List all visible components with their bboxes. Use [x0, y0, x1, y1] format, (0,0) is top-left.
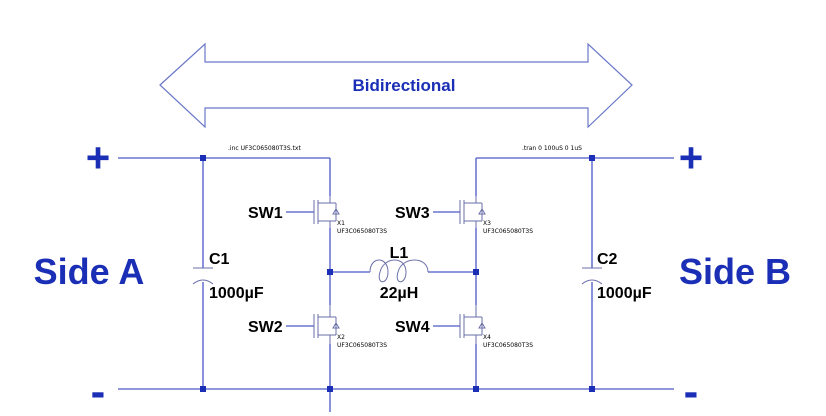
- switch-sw1: SW1 X1 UF3C065080T3S: [248, 196, 387, 235]
- c1-ref: C1: [209, 251, 230, 268]
- inductor-l1: L1 22µH: [369, 245, 429, 302]
- switch-sw2: SW2 X2 UF3C065080T3S: [248, 305, 387, 349]
- side-b-label: Side B: [679, 251, 791, 292]
- side-a-plus-sign: +: [86, 134, 111, 181]
- l1-value: 22µH: [380, 285, 419, 302]
- tran-directive: .tran 0 100uS 0 1uS: [522, 145, 582, 152]
- side-b-group: + Side B -: [679, 134, 791, 416]
- capacitor-c2: C2 1000µF: [581, 251, 652, 302]
- sw1-label: SW1: [248, 205, 283, 222]
- l1-ref: L1: [390, 245, 409, 262]
- side-a-group: + Side A -: [34, 134, 145, 416]
- switch-sw3: SW3 X3 UF3C065080T3S: [395, 196, 533, 235]
- sw1-inst: X1: [337, 220, 345, 227]
- sw2-model: UF3C065080T3S: [337, 342, 387, 349]
- sw2-label: SW2: [248, 319, 283, 336]
- inc-directive: .inc UF3C065080T3S.txt: [228, 145, 301, 152]
- bidirectional-arrow: Bidirectional: [159, 42, 633, 129]
- sw2-inst: X2: [337, 334, 345, 341]
- sw3-inst: X3: [483, 220, 491, 227]
- capacitor-c1: C1 1000µF: [192, 251, 264, 302]
- side-b-plus-sign: +: [679, 134, 704, 181]
- switch-sw4: SW4 X4 UF3C065080T3S: [395, 305, 533, 349]
- c2-ref: C2: [597, 251, 618, 268]
- c2-value: 1000µF: [597, 285, 652, 302]
- sw4-label: SW4: [395, 319, 430, 336]
- sw4-inst: X4: [483, 334, 491, 341]
- side-a-minus-sign: -: [91, 367, 106, 416]
- sw1-model: UF3C065080T3S: [337, 228, 387, 235]
- wires: [118, 157, 674, 412]
- sw4-model: UF3C065080T3S: [483, 342, 533, 349]
- sw3-model: UF3C065080T3S: [483, 228, 533, 235]
- arrow-label: Bidirectional: [353, 76, 456, 95]
- side-a-label: Side A: [34, 251, 145, 292]
- junction-nodes: [200, 155, 595, 392]
- c1-value: 1000µF: [209, 285, 264, 302]
- sw3-label: SW3: [395, 205, 430, 222]
- side-b-minus-sign: -: [684, 367, 699, 416]
- double-arrow-shape: [159, 42, 633, 129]
